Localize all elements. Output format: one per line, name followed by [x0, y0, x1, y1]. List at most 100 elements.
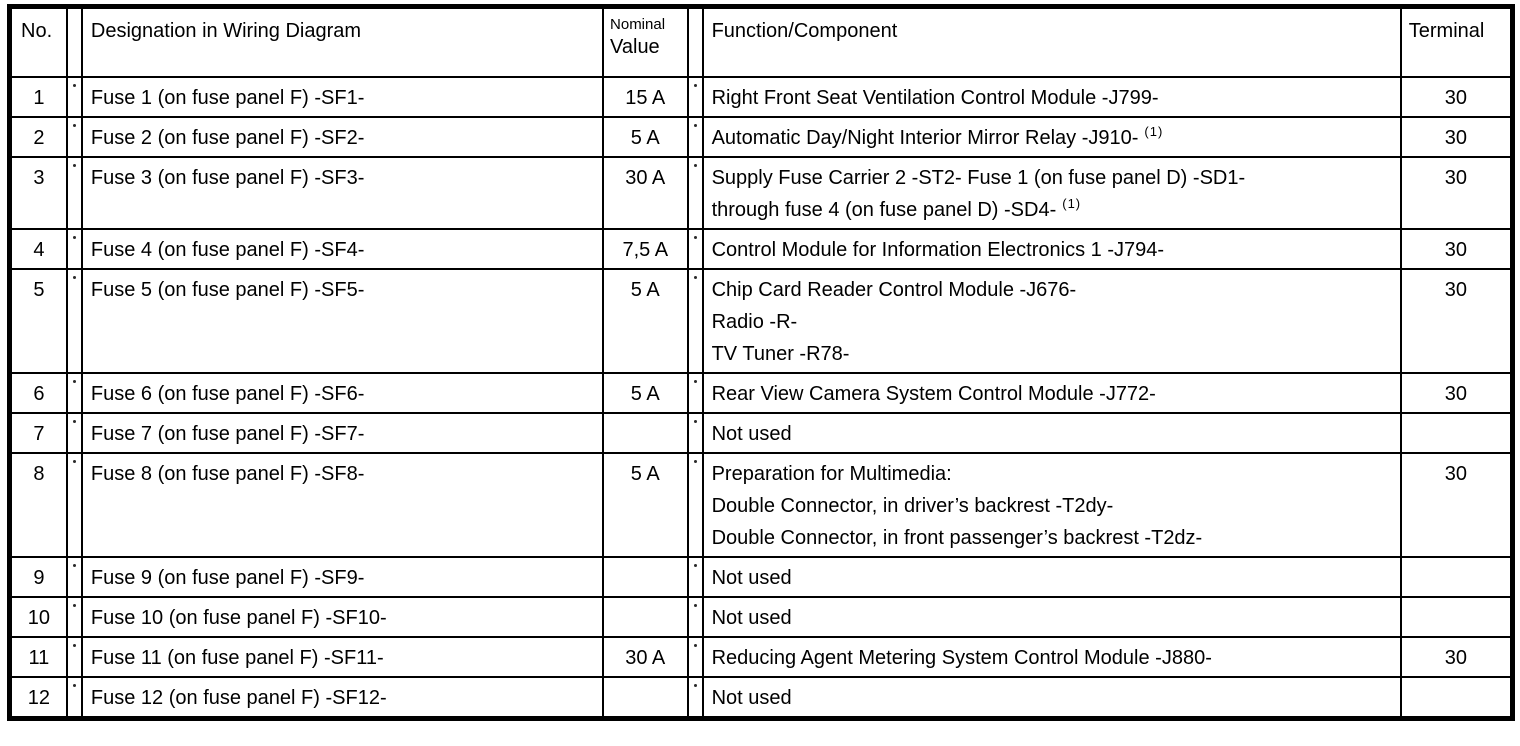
nominal-value-header-line2: Value — [610, 36, 660, 58]
terminal-cell — [1399, 411, 1514, 454]
spacer-cell-left — [65, 115, 83, 158]
function-line: Not used — [711, 686, 792, 709]
function-line: Double Connector, in front passenger’s b… — [711, 526, 1203, 549]
terminal-cell: 30 — [1399, 371, 1514, 414]
terminal-cell: 30 — [1399, 155, 1514, 230]
function-component-cell: Chip Card Reader Control Module -J676-Ra… — [701, 267, 1402, 374]
function-line: Supply Fuse Carrier 2 -ST2- Fuse 1 (on f… — [711, 166, 1246, 189]
spacer-cell-left — [65, 411, 83, 454]
scan-dot — [72, 643, 76, 647]
column-header-function: Function/Component — [701, 5, 1402, 78]
nominal-value-cell: 5 A — [602, 451, 689, 558]
function-component-cell: Reducing Agent Metering System Control M… — [701, 635, 1402, 678]
function-component-cell: Preparation for Multimedia: Double Connec… — [701, 451, 1402, 558]
designation-cell: Fuse 8 (on fuse panel F) -SF8- — [80, 451, 605, 558]
scan-dot — [693, 563, 697, 567]
function-component-cell: Not used — [701, 595, 1402, 638]
designation-cell: Fuse 1 (on fuse panel F) -SF1- — [80, 75, 605, 118]
fuse-number-cell: 9 — [8, 555, 68, 598]
spacer-cell-left — [65, 451, 83, 558]
function-component-cell: Not used — [701, 411, 1402, 454]
scan-dot — [72, 419, 76, 423]
function-line: Double Connector, in driver’s backrest -… — [711, 494, 1114, 517]
fuse-table-row: 2 Fuse 2 (on fuse panel F) -SF2- 5 A Aut… — [8, 115, 1514, 158]
scan-dot — [693, 459, 697, 463]
function-component-cell: Not used — [701, 555, 1402, 598]
function-line: Reducing Agent Metering System Control M… — [711, 646, 1212, 669]
spacer-cell-right — [686, 267, 704, 374]
scan-dot — [693, 419, 697, 423]
scan-dot — [72, 603, 76, 607]
function-line: Radio -R- — [711, 310, 798, 333]
designation-cell: Fuse 2 (on fuse panel F) -SF2- — [80, 115, 605, 158]
scan-dot — [693, 275, 697, 279]
function-line: Not used — [711, 422, 792, 445]
designation-cell: Fuse 10 (on fuse panel F) -SF10- — [80, 595, 605, 638]
function-line: Not used — [711, 566, 792, 589]
spacer-cell-left — [65, 675, 83, 719]
nominal-value-cell: 5 A — [602, 267, 689, 374]
nominal-value-header-line1: Nominal — [610, 16, 666, 33]
function-component-cell: Right Front Seat Ventilation Control Mod… — [701, 75, 1402, 118]
spacer-cell-right — [686, 227, 704, 270]
designation-cell: Fuse 4 (on fuse panel F) -SF4- — [80, 227, 605, 270]
scan-dot — [72, 275, 76, 279]
footnote-marker: (1) — [1062, 195, 1082, 211]
terminal-cell: 30 — [1399, 267, 1514, 374]
fuse-table-row: 9 Fuse 9 (on fuse panel F) -SF9- Not use… — [8, 555, 1514, 598]
function-line: Control Module for Information Electroni… — [711, 238, 1165, 261]
spacer-cell-right — [686, 675, 704, 719]
nominal-value-cell — [602, 411, 689, 454]
terminal-cell — [1399, 595, 1514, 638]
designation-cell: Fuse 9 (on fuse panel F) -SF9- — [80, 555, 605, 598]
spacer-cell-right — [686, 411, 704, 454]
nominal-value-cell: 7,5 A — [602, 227, 689, 270]
terminal-cell — [1399, 555, 1514, 598]
scan-dot — [693, 83, 697, 87]
nominal-value-cell: 30 A — [602, 155, 689, 230]
spacer-cell-right — [686, 555, 704, 598]
terminal-cell: 30 — [1399, 75, 1514, 118]
fuse-table-row: 5 Fuse 5 (on fuse panel F) -SF5- 5 A Chi… — [8, 267, 1514, 374]
spacer-cell-right — [686, 371, 704, 414]
scan-dot — [72, 163, 76, 167]
function-line: through fuse 4 (on fuse panel D) -SD4-(1… — [711, 195, 1082, 221]
designation-cell: Fuse 6 (on fuse panel F) -SF6- — [80, 371, 605, 414]
fuse-table-row: 12 Fuse 12 (on fuse panel F) -SF12- Not … — [8, 675, 1514, 719]
fuse-number-cell: 1 — [8, 75, 68, 118]
function-line: Preparation for Multimedia: — [711, 462, 952, 485]
scan-dot — [693, 235, 697, 239]
scan-dot — [72, 683, 76, 687]
column-header-nominal-value: Nominal Value — [602, 5, 689, 78]
function-line: Right Front Seat Ventilation Control Mod… — [711, 86, 1159, 109]
scan-dot — [72, 379, 76, 383]
function-line: Rear View Camera System Control Module -… — [711, 382, 1156, 405]
function-line: TV Tuner -R78- — [711, 342, 850, 365]
column-header-spacer-left — [65, 5, 83, 78]
scan-dot — [693, 643, 697, 647]
scan-dot — [693, 123, 697, 127]
fuse-table-row: 4 Fuse 4 (on fuse panel F) -SF4- 7,5 A C… — [8, 227, 1514, 270]
terminal-cell: 30 — [1399, 451, 1514, 558]
function-component-cell: Automatic Day/Night Interior Mirror Rela… — [701, 115, 1402, 158]
column-header-no: No. — [8, 5, 68, 78]
function-line: Automatic Day/Night Interior Mirror Rela… — [711, 123, 1164, 149]
fuse-number-cell: 3 — [8, 155, 68, 230]
spacer-cell-left — [65, 75, 83, 118]
fuse-number-cell: 12 — [8, 675, 68, 719]
footnote-marker: (1) — [1144, 123, 1164, 139]
spacer-cell-left — [65, 371, 83, 414]
spacer-cell-right — [686, 451, 704, 558]
terminal-cell: 30 — [1399, 227, 1514, 270]
scan-dot — [693, 603, 697, 607]
function-line: Not used — [711, 606, 792, 629]
function-component-cell: Rear View Camera System Control Module -… — [701, 371, 1402, 414]
fuse-number-cell: 5 — [8, 267, 68, 374]
scan-dot — [693, 379, 697, 383]
nominal-value-cell — [602, 595, 689, 638]
fuse-table-row: 7 Fuse 7 (on fuse panel F) -SF7- Not use… — [8, 411, 1514, 454]
fuse-number-cell: 11 — [8, 635, 68, 678]
scan-dot — [72, 459, 76, 463]
designation-cell: Fuse 3 (on fuse panel F) -SF3- — [80, 155, 605, 230]
spacer-cell-right — [686, 115, 704, 158]
